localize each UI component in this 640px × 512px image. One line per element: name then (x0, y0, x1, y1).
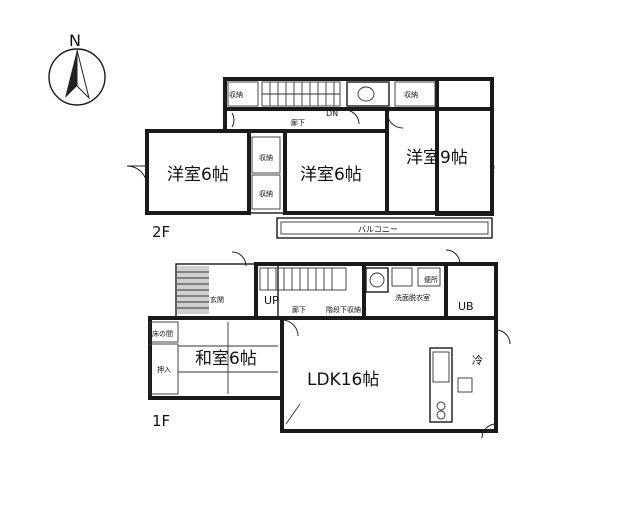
1f-storage-under-label: 階段下収納 (326, 305, 361, 314)
2f-balcony (276, 217, 493, 239)
2f-balcony-label: バルコニー (358, 225, 398, 234)
1f-closet-label: 押入 (157, 365, 171, 374)
2f-wc (346, 81, 390, 107)
1f-fridge (457, 377, 473, 393)
1f-floor-tag: 1F (152, 412, 170, 430)
2f-floor-tag: 2F (152, 223, 170, 241)
1f-entrance-label: 玄関 (210, 295, 224, 304)
floor-2f: 洋室6帖 洋室6帖 洋室9帖 バルコニー 廊下 収納 収納 収納 収納 DN 2… (126, 77, 495, 241)
1f-door-ldk (281, 319, 299, 337)
floor-1f: LDK16帖 和室6帖 廊下 UP UB 床の間 押入 玄関 階段下収納 洗面脱… (148, 249, 511, 439)
1f-stairs (177, 266, 347, 314)
2f-room-right-north (435, 77, 494, 216)
1f-washbasin (391, 267, 413, 287)
1f-closet (149, 343, 179, 395)
1f-fridge-label: 冷 (472, 354, 483, 367)
2f-storage-a-label: 収納 (229, 90, 243, 99)
compass-needle-dark (65, 50, 77, 98)
2f-hall-label: 廊下 (291, 118, 305, 127)
2f-storage-b-label: 収納 (404, 90, 418, 99)
compass: N (48, 31, 106, 106)
2f-stairs (261, 81, 341, 107)
1f-door-entrance (231, 251, 247, 267)
2f-down-label: DN (326, 109, 338, 118)
2f-room-mid-label: 洋室6帖 (300, 165, 362, 185)
2f-storage-c-label: 収納 (259, 153, 273, 162)
1f-tokonoma-label: 床の間 (152, 329, 173, 338)
1f-tokonoma (149, 321, 179, 343)
2f-door-left (126, 165, 148, 187)
1f-japanese-label: 和室6帖 (195, 349, 257, 369)
2f-storage-topright (394, 81, 436, 107)
1f-up-label: UP (264, 294, 279, 307)
1f-ub-label: UB (458, 300, 474, 313)
1f-stove-burner (436, 401, 446, 411)
1f-washer (417, 267, 441, 287)
compass-ring (48, 48, 106, 106)
1f-ldk (280, 316, 498, 433)
1f-utility-block (362, 262, 448, 320)
1f-kitchen-counter (429, 347, 453, 423)
compass-label: N (69, 31, 81, 50)
1f-wc (365, 267, 389, 293)
1f-wc-label: 便所 (424, 275, 438, 284)
2f-storage-d-label: 収納 (259, 189, 273, 198)
2f-room-right-label: 洋室9帖 (406, 148, 468, 168)
2f-toilet-icon (357, 86, 375, 102)
1f-ldk-label: LDK16帖 (307, 370, 379, 390)
1f-washroom-label: 洗面脱衣室 (395, 293, 430, 302)
1f-hall-label: 廊下 (292, 305, 306, 314)
2f-storage-col-upper (251, 136, 281, 174)
2f-door-right (386, 111, 404, 129)
2f-storage-col-lower (251, 174, 281, 210)
2f-room-left-label: 洋室6帖 (167, 165, 229, 185)
1f-toilet-icon (369, 272, 385, 288)
1f-sink (432, 351, 450, 383)
compass-needle-light (76, 49, 90, 100)
2f-storage-topleft (227, 81, 259, 107)
